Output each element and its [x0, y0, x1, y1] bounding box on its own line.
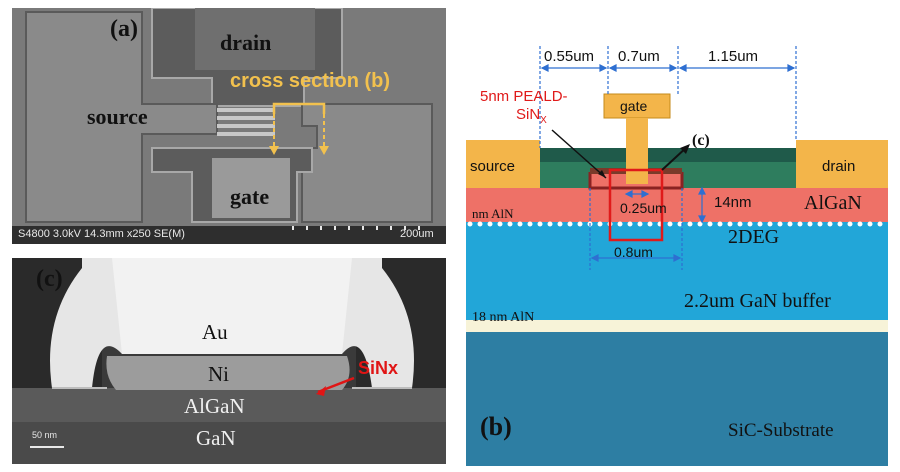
sem-info-bar: S4800 3.0kV 14.3mm x250 SE(M) 200um — [12, 226, 446, 244]
twodeg-dots — [467, 221, 883, 227]
peald-label-line2: SiNX — [516, 106, 547, 126]
panel-a-label: (a) — [110, 16, 138, 42]
peald-sin-text: SiN — [516, 106, 541, 123]
dim-thickness-label: 14nm — [714, 194, 752, 211]
au-label: Au — [202, 320, 228, 344]
source-label: source — [470, 158, 516, 175]
panel-c-label: (c) — [36, 266, 63, 292]
sem-scale-ticks — [292, 226, 420, 230]
peald-label-line1: 5nm PEALD- — [480, 88, 568, 105]
gate-label: gate — [620, 98, 648, 114]
sem-image-panel-a: (a) drain source gate cross section (b) … — [12, 8, 446, 244]
c-marker-label: (c) — [692, 132, 710, 149]
aln-nucleation-layer — [466, 320, 888, 332]
source-label: source — [87, 104, 148, 129]
gan-label: GaN — [196, 426, 236, 450]
panel-b-label: (b) — [480, 412, 512, 441]
dim-recess-label: 0.8um — [614, 244, 653, 260]
twodeg-label: 2DEG — [728, 226, 780, 248]
sem-info-text: S4800 3.0kV 14.3mm x250 SE(M) — [18, 228, 185, 240]
dim-mid-label: 0.7um — [618, 48, 660, 65]
ni-label: Ni — [208, 362, 229, 386]
device-cross-section-svg — [466, 46, 888, 270]
tem-scale-text: 50 nm — [32, 430, 58, 440]
drain-label: drain — [220, 30, 272, 55]
dim-right-label: 1.15um — [708, 48, 759, 65]
gan-buffer-layer — [466, 222, 888, 320]
algan-barrier-layer — [466, 188, 888, 222]
gan-buffer-label: 2.2um GaN buffer — [684, 290, 831, 312]
cross-section-diagram-panel-b: 0.55um 0.7um 1.15um 5nm PEALD- SiNX gate… — [466, 8, 888, 466]
sinx-label: SiNx — [358, 358, 399, 378]
peald-sub-text: X — [540, 115, 547, 126]
tem-gate-structure — [12, 258, 446, 464]
sem-electrode-layout — [12, 8, 446, 244]
sem-scale-text: 200um — [400, 228, 434, 240]
dim-foot-label: 0.25um — [620, 200, 667, 216]
aln-top-label: nm AlN — [472, 206, 514, 221]
cross-section-label: cross section (b) — [230, 70, 391, 92]
gate-label: gate — [230, 184, 270, 209]
substrate-label: SiC-Substrate — [728, 420, 834, 441]
algan-label: AlGaN — [804, 192, 862, 214]
algan-label: AlGaN — [184, 394, 245, 418]
dim-left-label: 0.55um — [544, 48, 595, 65]
aln-mid-label: 18 nm AlN — [472, 310, 535, 325]
tem-image-panel-c: (c) Au Ni SiNx AlGaN GaN 50 nm — [12, 258, 446, 464]
substrate-layer — [466, 332, 888, 466]
drain-label: drain — [822, 158, 856, 175]
